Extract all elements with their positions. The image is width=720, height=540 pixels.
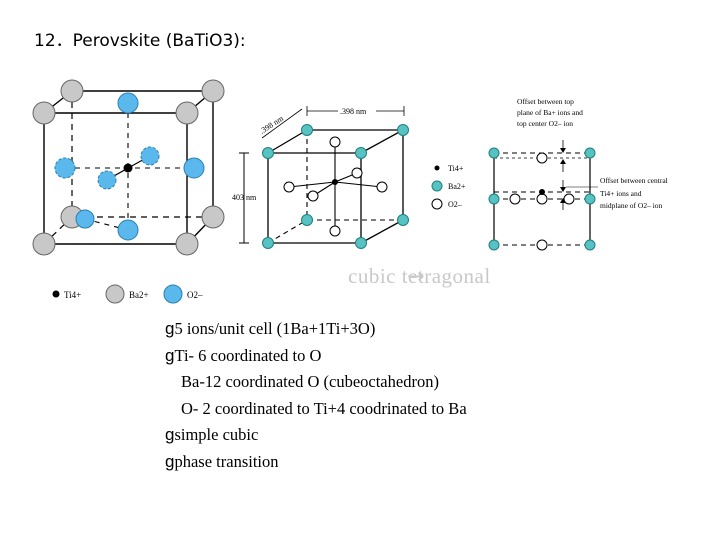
ba-ion bbox=[397, 124, 409, 136]
bullet-text: phase transition bbox=[174, 451, 279, 471]
ba-ion bbox=[201, 79, 225, 103]
ba-ion bbox=[488, 239, 500, 251]
bullet-text: 5 ions/unit cell (1Ba+1Ti+3O) bbox=[174, 319, 376, 338]
ba-ion bbox=[175, 101, 199, 125]
ba-ion bbox=[201, 205, 225, 229]
bullet-marker: g bbox=[165, 451, 175, 471]
o-ion bbox=[536, 152, 548, 164]
top-dimension-1: .398 nm bbox=[258, 113, 286, 135]
ba-ion bbox=[488, 147, 500, 159]
ba-legend-icon bbox=[105, 284, 125, 304]
offset-mid-line3: midplane of O2– ion bbox=[600, 201, 663, 210]
legend-ba-label: Ba2+ bbox=[129, 290, 149, 300]
list-item: Ba-12 coordinated O (cubeoctahedron) bbox=[165, 369, 467, 396]
left-legend: Ti4+ Ba2+ O2– bbox=[52, 284, 203, 304]
ba-ion bbox=[355, 147, 367, 159]
o-ion bbox=[329, 225, 341, 237]
o-ion bbox=[307, 190, 319, 202]
ba-ion bbox=[32, 232, 56, 256]
o-legend-icon bbox=[163, 284, 183, 304]
ba-ion bbox=[60, 79, 84, 103]
o-ion bbox=[117, 219, 139, 241]
ba-ion bbox=[262, 147, 274, 159]
bullet-text: Ba-12 coordinated O (cubeoctahedron) bbox=[181, 372, 439, 391]
ba-ion bbox=[32, 101, 56, 125]
bullet-list: g5 ions/unit cell (1Ba+1Ti+3O) gTi- 6 co… bbox=[165, 316, 467, 475]
bullet-marker: g bbox=[165, 425, 175, 444]
ba-ion bbox=[584, 147, 596, 159]
arrow-icon: → bbox=[407, 264, 425, 288]
list-item: gsimple cubic bbox=[165, 422, 467, 449]
ti-legend-icon bbox=[434, 165, 440, 171]
o-ion bbox=[75, 209, 95, 229]
list-item: gTi- 6 coordinated to O bbox=[165, 343, 467, 370]
bullet-marker: g bbox=[165, 345, 175, 365]
list-item: g5 ions/unit cell (1Ba+1Ti+3O) bbox=[165, 316, 467, 343]
o-ion bbox=[509, 193, 521, 205]
o-ion bbox=[563, 193, 575, 205]
o-ion bbox=[283, 181, 295, 193]
ba-ion bbox=[584, 239, 596, 251]
list-item: O- 2 coordinated to Ti+4 coodrinated to … bbox=[165, 396, 467, 423]
transition-label-text: cubic tetragonal bbox=[348, 264, 491, 288]
legend2-ti-label: Ti4+ bbox=[448, 164, 464, 173]
side-dimension: 403 nm bbox=[232, 193, 257, 202]
side-view-cell bbox=[488, 140, 598, 251]
o-ion bbox=[117, 92, 139, 114]
ba-ion bbox=[301, 124, 313, 136]
ba-ion bbox=[488, 193, 500, 205]
ba-ion bbox=[301, 214, 313, 226]
o-legend-icon bbox=[431, 198, 443, 210]
o-ion bbox=[54, 157, 76, 179]
ti-legend-icon bbox=[52, 290, 60, 298]
offset-top-line1: Offset between top bbox=[517, 97, 574, 106]
bullet-text: Ti- 6 coordinated to O bbox=[174, 345, 322, 365]
offset-top-line2: plane of Ba+ ions and bbox=[517, 108, 583, 117]
o-ion bbox=[536, 193, 548, 205]
ti-ion bbox=[123, 163, 133, 173]
o-ion bbox=[351, 167, 363, 179]
legend-o-label: O2– bbox=[187, 290, 203, 300]
offset-mid-line2: Ti4+ ions and bbox=[600, 189, 642, 198]
ba-ion bbox=[397, 214, 409, 226]
o-ion bbox=[183, 157, 205, 179]
ba-ion bbox=[262, 237, 274, 249]
o-ion bbox=[536, 239, 548, 251]
right-legend: Ti4+ Ba2+ O2– bbox=[431, 164, 466, 210]
ba-legend-icon bbox=[431, 180, 443, 192]
list-item: gphase transition bbox=[165, 449, 467, 476]
legend2-o-label: O2– bbox=[448, 200, 463, 209]
phase-transition-label: cubic tetragonal bbox=[348, 264, 491, 289]
page-title: 12．Perovskite (BaTiO3): bbox=[34, 31, 246, 51]
offset-annotations: Offset between top plane of Ba+ ions and… bbox=[517, 97, 668, 210]
o-ion bbox=[329, 136, 341, 148]
legend2-ba-label: Ba2+ bbox=[448, 182, 466, 191]
bullet-text: O- 2 coordinated to Ti+4 coodrinated to … bbox=[181, 398, 467, 418]
offset-top-line3: top center O2– ion bbox=[517, 119, 573, 128]
bullet-marker: g bbox=[165, 319, 175, 338]
legend-ti-label: Ti4+ bbox=[64, 290, 81, 300]
ba-ion bbox=[584, 193, 596, 205]
ti-ion bbox=[539, 189, 545, 195]
o-ion bbox=[140, 146, 160, 166]
offset-mid-line1: Offset between central bbox=[600, 176, 668, 185]
ba-ion bbox=[175, 232, 199, 256]
middle-unit-cell: 403 nm .398 nm .398 nm bbox=[232, 106, 409, 249]
o-ion bbox=[97, 170, 117, 190]
ti-ion bbox=[332, 179, 338, 185]
top-dimension-2: .398 nm bbox=[340, 107, 367, 116]
ba-ion bbox=[355, 237, 367, 249]
bullet-text: simple cubic bbox=[174, 425, 259, 444]
o-ion bbox=[376, 181, 388, 193]
left-unit-cell bbox=[32, 79, 225, 256]
